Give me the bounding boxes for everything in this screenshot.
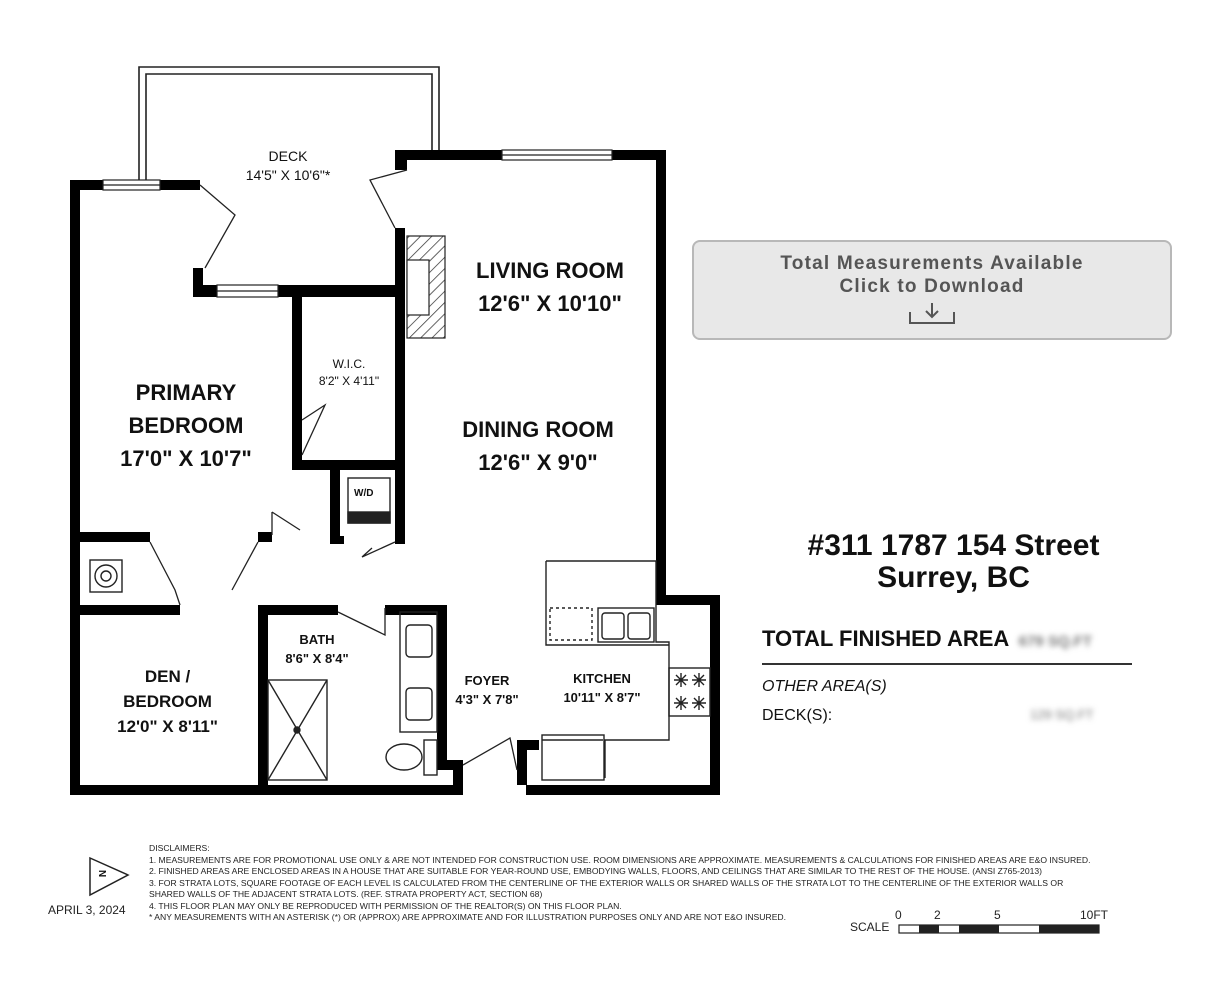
deck-area-label: DECK(S):: [762, 707, 833, 724]
washer-dryer: [347, 477, 391, 524]
water-heater: [89, 559, 123, 593]
kitchen-name: KITCHEN: [573, 671, 631, 686]
primary-dims: 17'0" X 10'7": [120, 446, 252, 471]
scale-tick: 0: [895, 908, 902, 922]
washer-dryer-label: W/D: [354, 488, 374, 499]
foyer-dims: 4'3" X 7'8": [455, 692, 519, 707]
door-swings: [149, 169, 518, 771]
deck-railing: [138, 66, 440, 180]
wic-name: W.I.C.: [332, 357, 366, 371]
total-area-label: TOTAL FINISHED AREA: [762, 626, 1009, 651]
room-foyer: FOYER 4'3" X 7'8": [447, 672, 527, 710]
stove-burners: [674, 673, 706, 710]
deck-name: DECK: [268, 148, 308, 164]
download-arrow-icon: [909, 303, 955, 324]
scale-tick: 10FT: [1080, 908, 1109, 922]
kitchen-counters: [541, 560, 711, 781]
disclaimer-item: 4. THIS FLOOR PLAN MAY ONLY BE REPRODUCE…: [149, 900, 622, 911]
disclaimer-item: 1. MEASUREMENTS ARE FOR PROMOTIONAL USE …: [149, 854, 1091, 865]
address-line-2: Surrey, BC: [877, 561, 1030, 594]
property-address: #311 1787 154 Street Surrey, BC: [780, 530, 1127, 594]
living-name: LIVING ROOM: [476, 258, 624, 283]
disclaimer-item: SHARED WALLS OF THE ADJACENT STRATA LOTS…: [149, 889, 543, 899]
room-kitchen: KITCHEN 10'11" X 8'7": [552, 670, 652, 708]
other-area-label: OTHER AREA(S): [762, 678, 887, 695]
room-wic: W.I.C. 8'2" X 4'11": [302, 356, 396, 390]
dining-dims: 12'6" X 9'0": [478, 450, 598, 475]
disclaimer-item: * ANY MEASUREMENTS WITH AN ASTERISK (*) …: [149, 912, 787, 922]
room-bath: BATH 8'6" X 8'4": [272, 631, 362, 669]
disclaimer-item: 2. FINISHED AREAS ARE ENCLOSED AREAS IN …: [149, 866, 1043, 876]
room-deck: DECK 14'5" X 10'6"*: [208, 147, 368, 185]
bath-name: BATH: [299, 632, 335, 647]
download-line-1: Total Measurements Available: [780, 253, 1084, 274]
total-area-value: 679 SQ.FT: [1018, 633, 1092, 650]
scale-tick: 2: [934, 908, 941, 922]
wic-dims: 8'2" X 4'11": [318, 374, 380, 388]
disclaimers-title: DISCLAIMERS:: [149, 843, 210, 853]
room-dining: DINING ROOM 12'6" X 9'0": [438, 413, 638, 479]
fireplace: [406, 235, 446, 339]
scale-tick: 5: [994, 908, 1001, 922]
area-divider: [762, 663, 1132, 665]
bath-fixtures: [267, 611, 438, 781]
living-dims: 12'6" X 10'10": [478, 291, 622, 316]
disclaimers: DISCLAIMERS: 1. MEASUREMENTS ARE FOR PRO…: [149, 843, 1129, 924]
north-arrow-icon: [89, 856, 130, 897]
walls: [70, 150, 720, 795]
dining-name: DINING ROOM: [462, 417, 614, 442]
primary-name-2: BEDROOM: [128, 413, 244, 438]
north-label: N: [98, 869, 110, 878]
room-living: LIVING ROOM 12'6" X 10'10": [450, 254, 650, 320]
room-primary: PRIMARY BEDROOM 17'0" X 10'7": [96, 376, 276, 475]
download-measurements-button[interactable]: Total Measurements Available Click to Do…: [692, 240, 1172, 340]
den-name-1: DEN /: [144, 667, 191, 686]
download-line-2: Click to Download: [839, 276, 1025, 297]
total-finished-area: TOTAL FINISHED AREA 679 SQ.FT: [762, 626, 1092, 652]
disclaimer-item: 3. FOR STRATA LOTS, SQUARE FOOTAGE OF EA…: [149, 877, 1064, 888]
windows: [102, 149, 613, 795]
den-name-2: BEDROOM: [123, 692, 212, 711]
address-line-1: #311 1787 154 Street: [807, 529, 1100, 562]
scale-bar: [898, 924, 1100, 934]
plan-date: APRIL 3, 2024: [48, 903, 126, 917]
deck-area-value: 129 SQ.FT: [1030, 707, 1094, 722]
primary-name-1: PRIMARY: [135, 380, 237, 405]
room-den: DEN / BEDROOM 12'0" X 8'11": [95, 664, 240, 739]
kitchen-dims: 10'11" X 8'7": [563, 690, 641, 705]
bath-dims: 8'6" X 8'4": [285, 651, 349, 666]
den-dims: 12'0" X 8'11": [117, 717, 218, 736]
deck-dims: 14'5" X 10'6"*: [245, 167, 331, 183]
scale-label: SCALE: [850, 920, 890, 934]
foyer-name: FOYER: [464, 673, 510, 688]
